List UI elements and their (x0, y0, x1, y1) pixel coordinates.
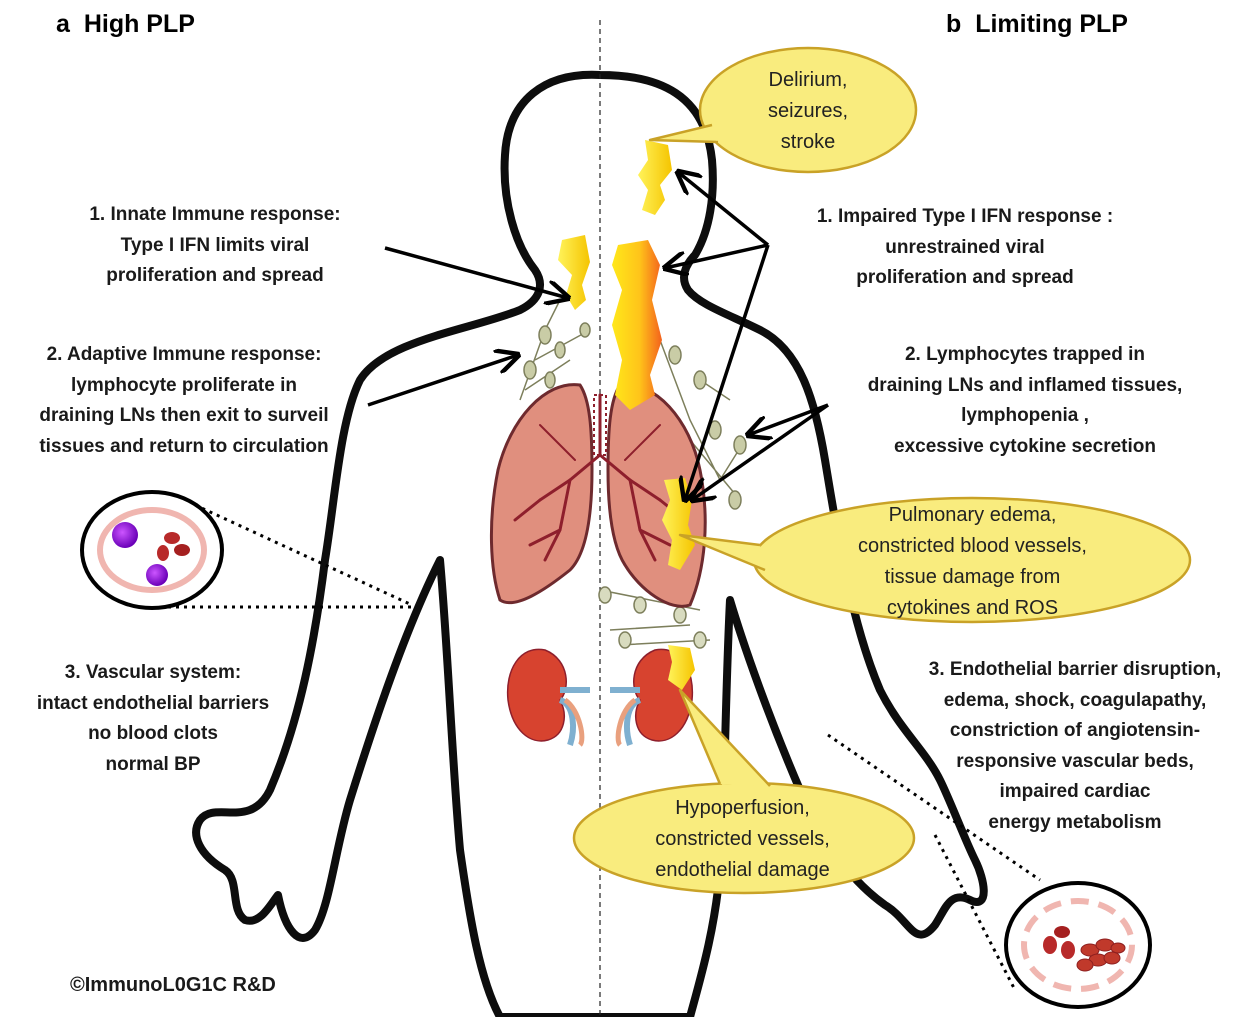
red-blood-cell (1043, 936, 1057, 954)
note-adaptive-immune: 2. Adaptive Immune response: lymphocyte … (8, 340, 360, 462)
arrow-ifn-brain (678, 172, 768, 245)
panel-b-header: b Limiting PLP (946, 10, 1128, 39)
inflammation-brain (638, 140, 672, 215)
red-blood-cell (1054, 926, 1070, 938)
red-blood-cell (157, 545, 169, 561)
note-endothelial-disruption: 3. Endothelial barrier disruption, edema… (900, 655, 1250, 838)
panel-a-header: a High PLP (56, 10, 195, 39)
note-vascular-system: 3. Vascular system: intact endothelial b… (8, 658, 298, 780)
arrow-adaptive (368, 355, 518, 405)
vessel-inset-normal (82, 492, 412, 608)
copyright-notice: ©ImmunoL0G1C R&D (70, 970, 276, 1001)
lymphocyte-cell (112, 522, 138, 548)
note-lymphocytes-trapped: 2. Lymphocytes trapped in draining LNs a… (835, 340, 1215, 462)
inflammation-neck-right (612, 240, 662, 410)
arrow-ifn-neck (665, 245, 768, 268)
lymphocyte-cell (146, 564, 168, 586)
bubble-lung-text: Pulmonary edema, constricted blood vesse… (780, 500, 1165, 624)
red-blood-cell (174, 544, 190, 556)
left-lung (491, 385, 592, 603)
bubble-kidney-text: Hypoperfusion, constricted vessels, endo… (610, 793, 875, 886)
inflammation-neck-left (558, 235, 590, 310)
right-lung (608, 385, 705, 607)
kidney-left (508, 649, 590, 745)
note-impaired-ifn: 1. Impaired Type I IFN response : unrest… (785, 202, 1145, 294)
red-blood-cell (164, 532, 180, 544)
bubble-brain-text: Delirium, seizures, stroke (718, 65, 898, 158)
red-blood-cell (1061, 941, 1075, 959)
note-innate-immune: 1. Innate Immune response: Type I IFN li… (40, 200, 390, 292)
